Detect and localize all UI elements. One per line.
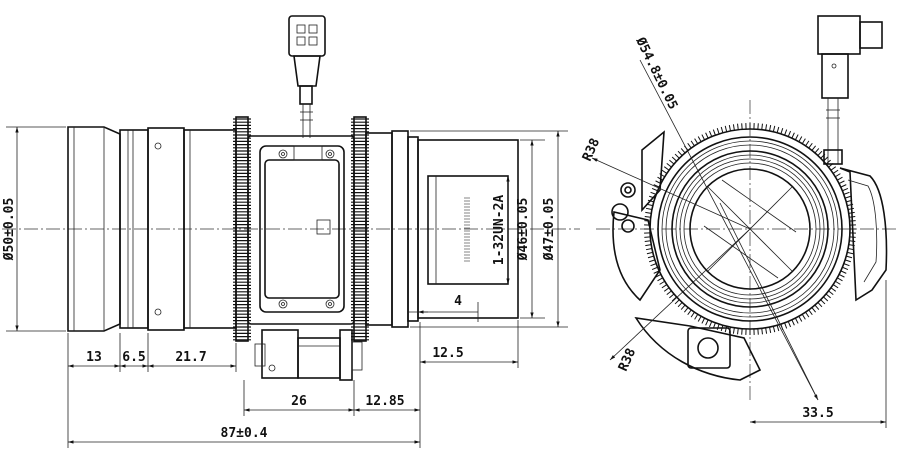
side-dimensions: Ø50±0.05 13 6.5 21.7 26 12.85 87±0.4 12.…	[2, 126, 568, 448]
dim-seg1: 13	[86, 350, 102, 365]
dim-d-front: Ø50±0.05	[2, 198, 17, 262]
dim-r-top: R38	[580, 136, 603, 164]
front-lens	[671, 150, 829, 308]
bottom-motor-block	[254, 329, 363, 381]
dim-total-length: 87±0.4	[221, 426, 268, 441]
dim-thread: 1-32UN-2A	[492, 195, 507, 266]
right-housing	[839, 167, 888, 302]
dim-flange: 4	[454, 294, 462, 309]
side-view	[2, 15, 580, 381]
dim-seg2: 6.5	[122, 350, 145, 365]
dim-gear-span: 26	[291, 394, 307, 409]
top-bracket	[641, 130, 665, 213]
side-cable-connector	[288, 15, 326, 138]
front-cable-connector	[817, 15, 883, 165]
dim-rear-offset: 12.85	[365, 394, 404, 409]
dim-seg3: 21.7	[175, 350, 206, 365]
left-bracket	[612, 211, 661, 302]
dim-offset: 33.5	[802, 406, 833, 421]
dim-mount-depth: 12.5	[432, 346, 463, 361]
dim-d-gear: Ø54.8±0.05	[632, 34, 680, 112]
front-view	[596, 15, 896, 400]
dim-r-bottom: R38	[616, 346, 639, 374]
c-mount	[417, 139, 519, 319]
dim-d-mount: Ø46±0.05	[516, 198, 531, 262]
front-gear-ring	[649, 128, 851, 330]
bottom-bracket	[634, 316, 762, 381]
dim-d-rear: Ø47±0.05	[542, 198, 557, 262]
bottom-motor	[687, 327, 731, 369]
